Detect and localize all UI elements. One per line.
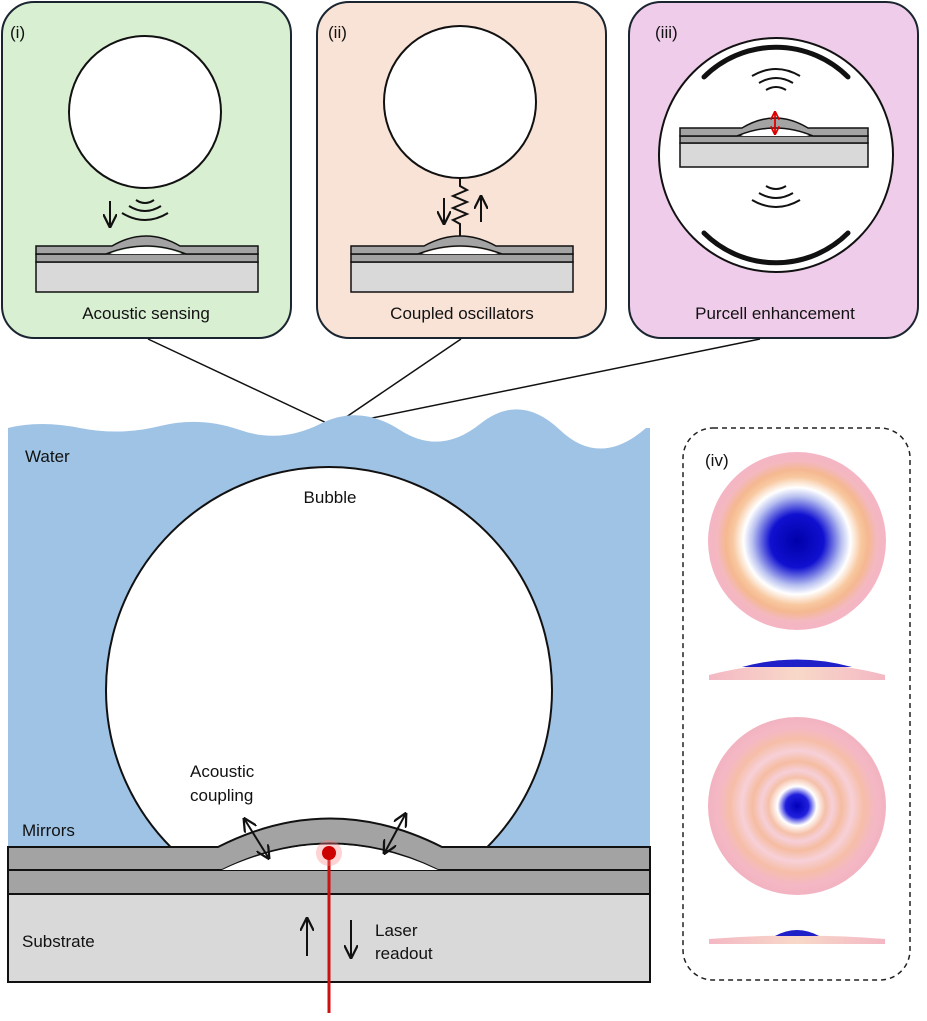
- substrate-layer: [350, 261, 574, 293]
- panel-purcell-enhancement: (iii) Purcell enhancement: [628, 1, 919, 339]
- sound-waves-icon: [751, 68, 801, 91]
- substrate-layer: [679, 142, 869, 168]
- mirror-layer-upper: [7, 817, 651, 871]
- laser-spot: [322, 846, 336, 860]
- panel-acoustic-modes: (iv): [682, 427, 911, 981]
- mode-2-top-view: [708, 717, 886, 895]
- main-schematic: Water Bubble Mirrors Substrate Acoustic …: [7, 409, 651, 1013]
- mirror-layer-upper: [35, 235, 259, 255]
- water-label: Water: [25, 447, 70, 466]
- mode-2-profile-peak: [775, 930, 819, 936]
- coupling-double-arrow-icon: [245, 820, 268, 857]
- coupling-label-line2: coupling: [190, 786, 253, 805]
- substrate-label: Substrate: [22, 932, 95, 951]
- mirrors-label: Mirrors: [22, 821, 75, 840]
- mirror-layer-lower: [350, 253, 574, 263]
- bubble-wall-arc-bottom: [701, 230, 851, 266]
- panel-caption: Purcell enhancement: [695, 304, 855, 323]
- mode-1-top-view: [708, 452, 886, 630]
- bubble-wall-arc-top: [701, 44, 851, 80]
- panel-tag: (iii): [655, 23, 678, 42]
- bubble-circle: [68, 35, 222, 189]
- bubble-label: Bubble: [304, 488, 357, 507]
- spring-icon: [450, 178, 470, 236]
- mode-1-profile-peak: [742, 659, 852, 667]
- mode-2-profile: [709, 935, 885, 944]
- cavity: [110, 247, 182, 254]
- panel-caption: Acoustic sensing: [82, 304, 210, 323]
- panel-tag: (iv): [705, 451, 729, 470]
- panel-caption: Coupled oscillators: [390, 304, 534, 323]
- laser-label-line2: readout: [375, 944, 433, 963]
- coupling-double-arrow-icon: [385, 815, 405, 852]
- cavity: [422, 247, 498, 254]
- panel-acoustic-sensing: (i) Acoustic sensing: [1, 1, 292, 339]
- mirror-layer-upper: [350, 235, 574, 255]
- panel-coupled-oscillators: (ii) Coupled oscillators: [316, 1, 607, 339]
- mirror-layer-lower: [679, 135, 869, 144]
- sound-waves-icon: [751, 185, 801, 208]
- coupling-label-line1: Acoustic: [190, 762, 255, 781]
- connector-lines: [147, 338, 761, 427]
- panel-tag: (ii): [328, 23, 347, 42]
- mirror-layer-lower: [35, 253, 259, 263]
- mode-1-profile: [709, 663, 885, 680]
- bubble-circle: [383, 25, 537, 179]
- laser-label-line1: Laser: [375, 921, 418, 940]
- sound-waves-icon: [121, 199, 169, 221]
- substrate-layer: [35, 261, 259, 293]
- panel-tag: (i): [10, 23, 25, 42]
